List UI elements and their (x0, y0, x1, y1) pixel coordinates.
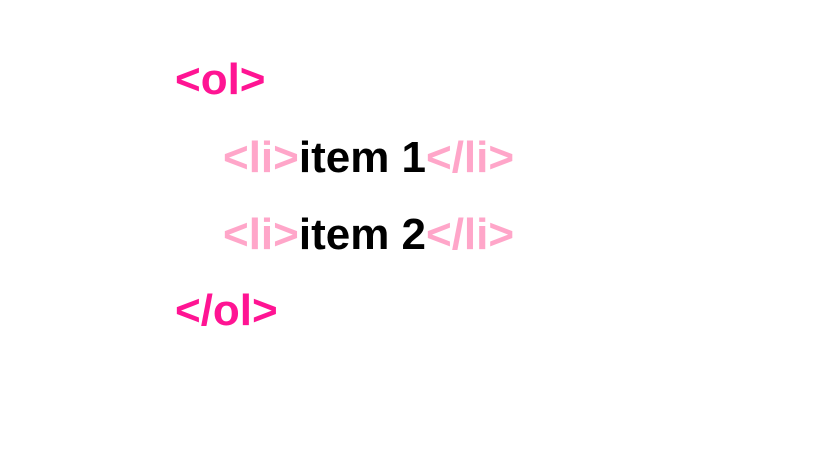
list-item-text: item 1 (298, 133, 427, 182)
ol-close-line: </ol> (175, 289, 278, 333)
ol-close-tag: </ol> (175, 286, 278, 335)
ol-open-tag: <ol> (175, 55, 266, 104)
li-open-tag: <li> (223, 210, 299, 259)
list-item-text: item 2 (298, 210, 427, 259)
list-item-line-1: <li>item 1</li> (223, 136, 514, 180)
li-close-tag: </li> (426, 133, 515, 182)
ol-open-line: <ol> (175, 58, 266, 102)
li-open-tag: <li> (223, 133, 299, 182)
li-close-tag: </li> (426, 210, 515, 259)
list-item-line-2: <li>item 2</li> (223, 213, 514, 257)
